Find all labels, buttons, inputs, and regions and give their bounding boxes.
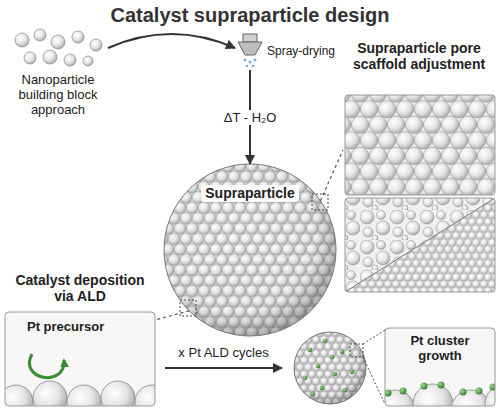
node-heading: Spray-drying — [267, 44, 335, 58]
svg-circle — [135, 385, 155, 406]
svg-circle — [385, 390, 392, 397]
svg-circle — [15, 33, 29, 47]
svg-circle — [323, 339, 328, 344]
svg-rect — [312, 194, 328, 210]
svg-circle — [421, 383, 428, 390]
svg-circle — [67, 385, 101, 406]
svg-circle — [316, 364, 321, 369]
svg-circle — [311, 392, 316, 397]
node-heading: Catalyst deposition via ALD — [5, 272, 155, 304]
svg-circle — [51, 35, 65, 49]
connector — [108, 34, 235, 48]
svg-circle — [33, 381, 67, 406]
svg-rect — [345, 95, 495, 195]
svg-circle — [90, 39, 102, 51]
pt-growth-box: Pt cluster growth — [385, 328, 495, 406]
svg-rect — [243, 34, 257, 42]
svg-circle — [34, 29, 46, 41]
node-heading: Pt cluster growth — [391, 333, 489, 363]
svg-circle — [294, 332, 366, 404]
svg-circle — [254, 59, 257, 62]
svg-path — [238, 42, 262, 55]
svg-circle — [5, 385, 33, 406]
svg-circle — [246, 65, 248, 67]
svg-circle — [400, 388, 407, 395]
svg-rect — [345, 95, 495, 195]
svg-rect — [345, 198, 495, 292]
svg-path — [29, 354, 64, 378]
svg-circle — [476, 388, 483, 395]
svg-rect — [350, 344, 363, 357]
svg-circle — [485, 384, 495, 406]
coated-supraparticle — [294, 330, 385, 404]
node-heading: Nanoparticle building block approach — [8, 72, 108, 117]
svg-line — [345, 198, 495, 292]
diagram-title: Catalyst supraparticle design — [0, 3, 500, 27]
svg-circle — [24, 52, 36, 64]
svg-circle — [330, 355, 335, 360]
svg-circle — [294, 332, 366, 404]
svg-rect — [180, 300, 196, 316]
svg-line — [165, 367, 282, 369]
supraparticle-sphere — [164, 164, 336, 336]
svg-line — [363, 357, 385, 404]
svg-g — [385, 382, 495, 407]
node-heading: Supraparticle — [201, 185, 298, 202]
svg-circle — [438, 382, 445, 389]
svg-circle — [308, 348, 313, 353]
node-text: Pt precursor — [27, 319, 104, 334]
ald-inset — [0, 312, 169, 411]
svg-g — [345, 198, 495, 292]
connector — [155, 311, 189, 320]
svg-rect — [345, 198, 495, 292]
svg-circle — [340, 350, 345, 355]
svg-circle — [164, 164, 336, 336]
svg-rect — [5, 312, 155, 406]
svg-circle — [101, 381, 135, 406]
svg-circle — [490, 384, 496, 391]
svg-polygon — [345, 198, 495, 292]
svg-circle — [83, 56, 93, 66]
svg-circle — [252, 65, 254, 67]
svg-rect — [345, 95, 495, 195]
node-heading: Supraparticle pore scaffold adjustment — [343, 40, 495, 72]
svg-circle — [43, 50, 57, 64]
svg-rect — [385, 328, 495, 406]
pore-scaffold-panel: Supraparticle pore scaffold adjustment — [343, 40, 495, 292]
supraparticle: Supraparticle — [162, 162, 338, 338]
cycle-label: x Pt ALD cycles — [165, 345, 282, 360]
svg-circle — [164, 164, 336, 336]
svg-circle — [413, 384, 453, 406]
svg-circle — [294, 332, 366, 404]
svg-circle — [303, 376, 308, 381]
connector — [320, 150, 343, 201]
svg-circle — [72, 31, 84, 43]
spray-nozzle: Spray-drying — [235, 34, 335, 70]
ald-cycles-arrow — [165, 368, 282, 369]
ald-deposition-box: Catalyst deposition via ALD Pt precursor — [5, 272, 155, 406]
svg-circle — [164, 164, 336, 336]
svg-circle — [64, 54, 76, 66]
pore-scaffold-insets — [345, 95, 495, 292]
svg-line — [363, 330, 385, 344]
svg-polygon — [345, 198, 495, 292]
svg-circle — [333, 372, 338, 377]
svg-circle — [320, 386, 325, 391]
svg-circle — [350, 370, 355, 375]
spray-nozzle-icon — [238, 34, 262, 67]
edge-label: ΔT - H₂O — [221, 110, 280, 125]
svg-circle — [460, 389, 467, 396]
svg-circle — [343, 388, 348, 393]
svg-g — [5, 381, 155, 406]
nanoparticles — [15, 29, 102, 66]
nanoparticle-group: Nanoparticle building block approach — [8, 28, 108, 117]
svg-circle — [244, 59, 247, 62]
svg-circle — [249, 61, 252, 64]
pt-growth-inset — [375, 328, 500, 411]
